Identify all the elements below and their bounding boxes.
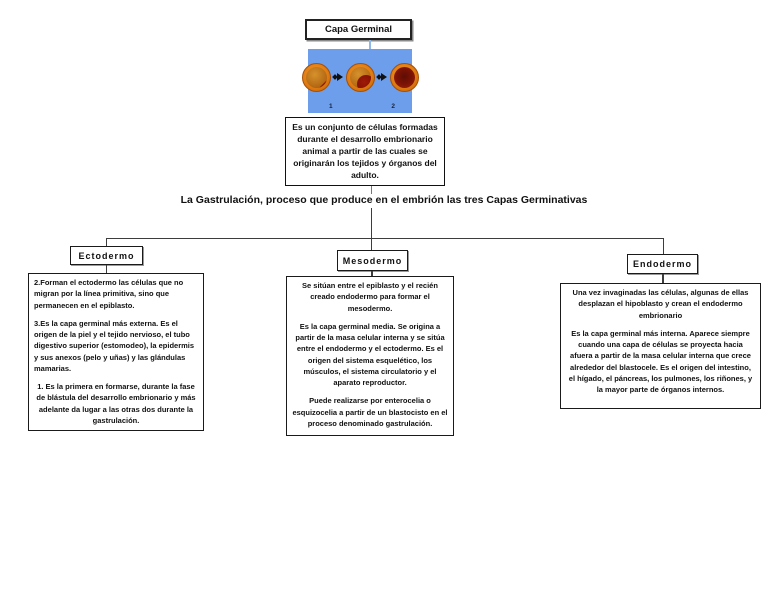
branch-node-mesodermo: Mesodermo <box>337 250 408 271</box>
branch-label-endodermo: Endodermo <box>632 259 692 269</box>
gastrula-early-stage-icon <box>345 62 375 92</box>
branch-node-ectodermo: Ectodermo <box>70 246 143 265</box>
branch-label-mesodermo: Mesodermo <box>342 255 403 266</box>
branch-node-endodermo: Endodermo <box>627 254 698 274</box>
mesodermo-paragraph: Se sitúan entre el epiblasto y el recién… <box>302 281 438 313</box>
connector-drop-endodermo <box>663 238 664 254</box>
branch-label-ectodermo: Ectodermo <box>78 250 135 261</box>
blastula-inner <box>305 66 327 88</box>
gastrula-late-stage-icon <box>389 62 419 92</box>
stage-number-2: 2 <box>391 103 395 110</box>
root-node-label: Capa Germinal <box>324 24 393 35</box>
connector-ectodermo-to-text <box>106 265 107 273</box>
connector-endodermo-to-text <box>662 274 664 283</box>
connector-definition-to-heading <box>371 186 372 194</box>
connector-horizontal-bus <box>106 238 664 239</box>
endodermo-text-box: Una vez invaginadas las células, algunas… <box>560 283 761 409</box>
connector-drop-ectodermo <box>106 238 107 246</box>
connector-drop-mesodermo <box>371 238 372 250</box>
root-node-capa-germinal: Capa Germinal <box>305 19 412 40</box>
connector-heading-to-bus <box>371 208 372 238</box>
ectodermo-paragraph: 3.Es la capa germinal más externa. Es el… <box>34 318 195 373</box>
definition-text: Es un conjunto de células formadas duran… <box>292 122 438 180</box>
endodermo-paragraph: Una vez invaginadas las células, algunas… <box>572 288 749 320</box>
endodermo-paragraph: Es la capa germinal más interna. Aparece… <box>568 328 753 394</box>
stage-number-1: 1 <box>329 103 333 110</box>
ectodermo-paragraph: 1. Es la primera en formarse, durante la… <box>36 382 196 425</box>
gastrula-early-inner <box>349 66 371 88</box>
right-arrow-icon <box>377 72 388 82</box>
embryo-stages-image: 1 2 <box>301 49 419 113</box>
connector-mesodermo-to-text <box>371 271 373 276</box>
ectodermo-text-box: 2.Forman el ectodermo las células que no… <box>28 273 204 431</box>
gastrulation-heading: La Gastrulación, proceso que produce en … <box>180 194 588 206</box>
connector-title-to-image <box>369 40 371 49</box>
blastula-stage-icon <box>301 62 331 92</box>
mesodermo-paragraph: Puede realizarse por enterocelia o esqui… <box>292 396 448 428</box>
definition-text-box: Es un conjunto de células formadas duran… <box>285 117 445 187</box>
right-arrow-icon <box>333 72 344 82</box>
mesodermo-paragraph: Es la capa germinal media. Se origina a … <box>295 321 445 387</box>
ectodermo-paragraph: 2.Forman el ectodermo las células que no… <box>34 278 184 310</box>
gastrula-late-inner <box>393 66 415 88</box>
mesodermo-text-box: Se sitúan entre el epiblasto y el recién… <box>286 276 454 436</box>
